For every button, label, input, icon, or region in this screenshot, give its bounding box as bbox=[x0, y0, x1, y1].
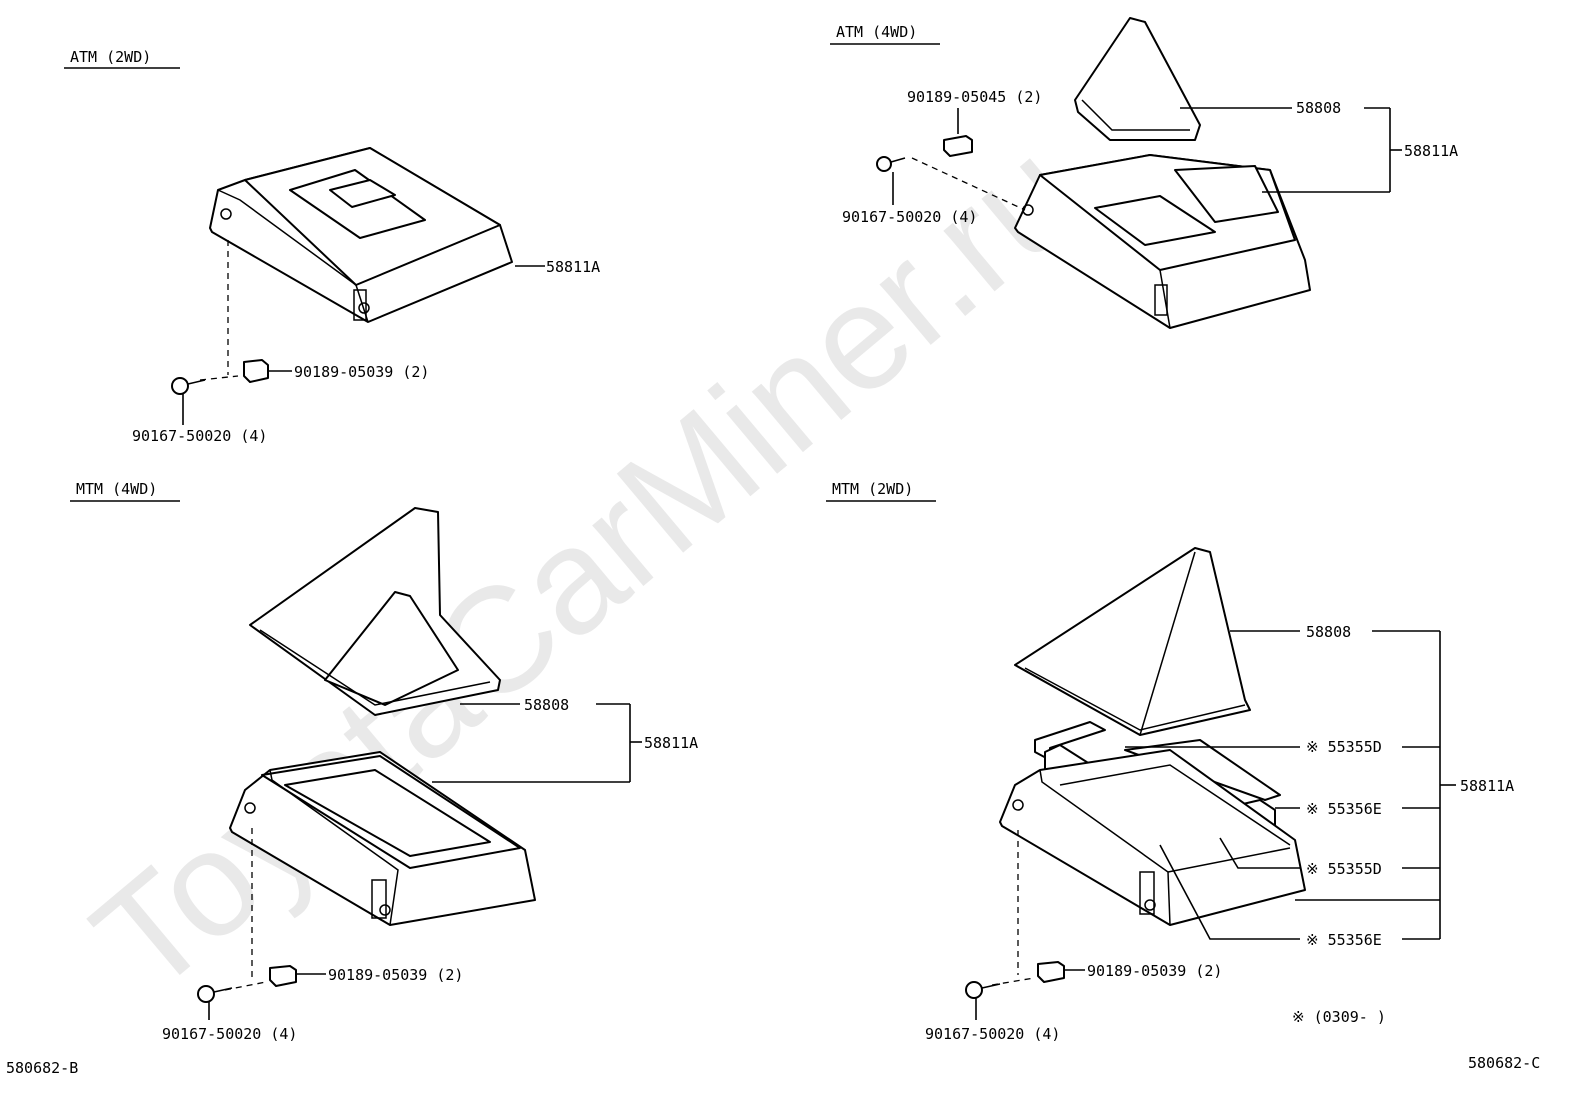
section-mtm-4wd: MTM (4WD) 58808 bbox=[70, 480, 698, 1043]
clip-icon bbox=[243, 359, 269, 383]
label-atm4-screw: 90167-50020 (4) bbox=[842, 208, 977, 226]
label-atm4-main: 58811A bbox=[1404, 142, 1458, 160]
label-mtm4-main: 58811A bbox=[644, 734, 698, 752]
screw-icon bbox=[876, 156, 906, 172]
label-mtm2-p4: ※ 55356E bbox=[1306, 931, 1382, 949]
label-atm2-clip: 90189-05039 (2) bbox=[294, 363, 429, 381]
section-atm-2wd: ATM (2WD) 58811A 90189-05039 (2) bbox=[64, 48, 600, 445]
shift-boot-atm-4wd bbox=[1074, 17, 1201, 141]
label-mtm2-screw: 90167-50020 (4) bbox=[925, 1025, 1060, 1043]
console-box-mtm-4wd bbox=[229, 751, 536, 926]
label-atm4-clip: 90189-05045 (2) bbox=[907, 88, 1042, 106]
clip-icon bbox=[1037, 961, 1065, 983]
inner-pad-55355d bbox=[1034, 721, 1106, 761]
label-atm4-boot: 58808 bbox=[1296, 99, 1341, 117]
section-title-mtm-2wd: MTM (2WD) bbox=[832, 480, 913, 498]
label-mtm4-clip: 90189-05039 (2) bbox=[328, 966, 463, 984]
section-title-atm-4wd: ATM (4WD) bbox=[836, 23, 917, 41]
console-box-atm-4wd bbox=[1014, 154, 1311, 329]
screw-icon bbox=[171, 377, 206, 395]
clip-icon bbox=[269, 965, 297, 987]
label-mtm2-main: 58811A bbox=[1460, 777, 1514, 795]
footnote-date-range: ※ (0309- ) bbox=[1292, 1008, 1386, 1026]
drawing-code-right: 580682-C bbox=[1468, 1054, 1540, 1072]
shift-boot-mtm-4wd bbox=[249, 507, 501, 716]
label-mtm2-p2: ※ 55356E bbox=[1306, 800, 1382, 818]
label-mtm2-boot: 58808 bbox=[1306, 623, 1351, 641]
label-mtm4-boot: 58808 bbox=[524, 696, 569, 714]
label-mtm2-p1: ※ 55355D bbox=[1306, 738, 1382, 756]
clip-icon bbox=[943, 135, 973, 157]
drawing-code-left: 580682-B bbox=[6, 1059, 78, 1077]
screw-icon bbox=[197, 985, 233, 1003]
label-mtm2-clip: 90189-05039 (2) bbox=[1087, 962, 1222, 980]
console-box-atm-2wd bbox=[209, 147, 513, 323]
label-mtm2-p3: ※ 55355D bbox=[1306, 860, 1382, 878]
label-atm2-screw: 90167-50020 (4) bbox=[132, 427, 267, 445]
label-atm2-main: 58811A bbox=[546, 258, 600, 276]
section-title-mtm-4wd: MTM (4WD) bbox=[76, 480, 157, 498]
section-atm-4wd: ATM (4WD) 90189-05045 (2) bbox=[830, 17, 1458, 329]
section-title-atm-2wd: ATM (2WD) bbox=[70, 48, 151, 66]
shift-boot-mtm-2wd bbox=[1014, 547, 1251, 736]
watermark: ToyotaCarMiner.ru bbox=[63, 108, 1110, 1024]
screw-icon bbox=[965, 981, 1001, 999]
console-box-mtm-2wd bbox=[999, 749, 1306, 926]
section-mtm-2wd: MTM (2WD) bbox=[826, 480, 1514, 1043]
label-mtm4-screw: 90167-50020 (4) bbox=[162, 1025, 297, 1043]
